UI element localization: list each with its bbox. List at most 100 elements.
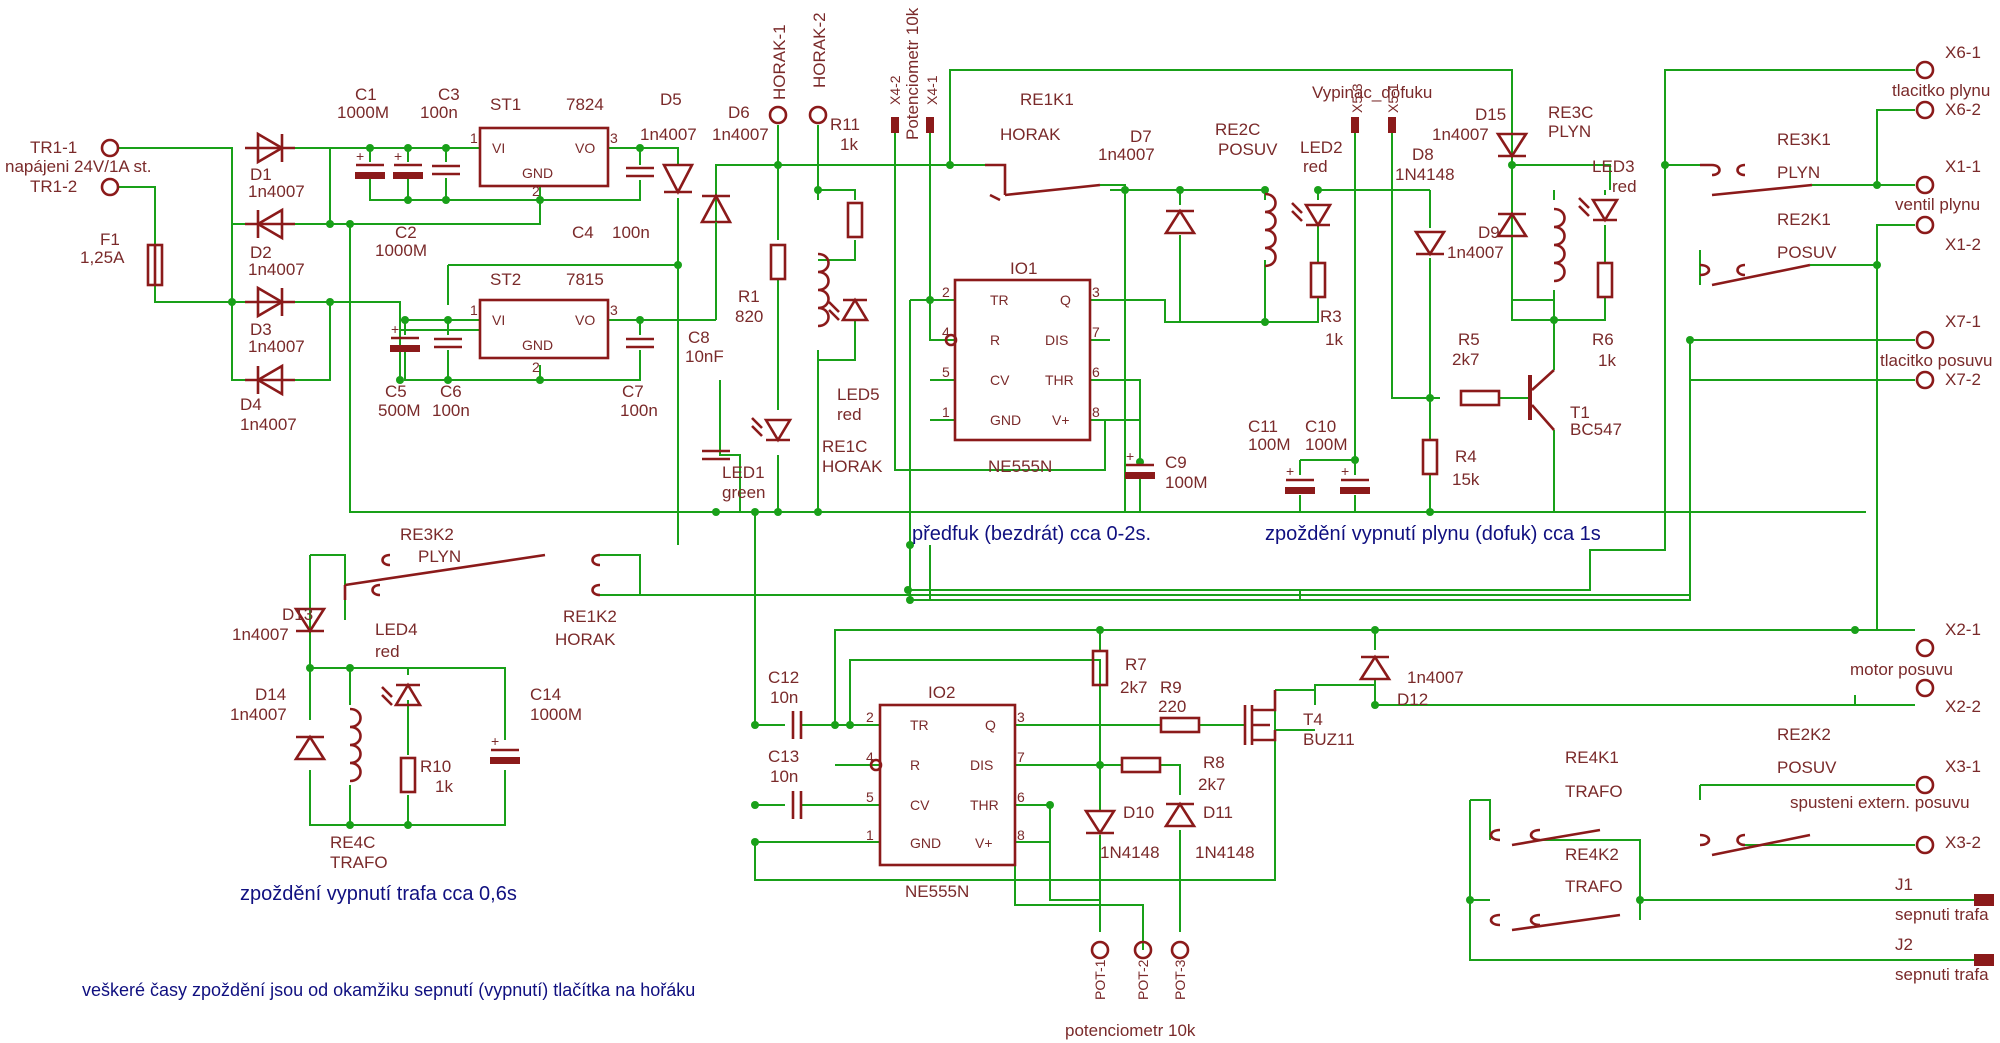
label-components-d1n: 1n4007 — [232, 625, 289, 644]
label-components-n3: 3 — [1017, 709, 1025, 725]
label-connectors-pot_bottom: potenciometr 10k — [1065, 1021, 1196, 1040]
led-led1 — [750, 416, 792, 442]
label-components-p_gnd: GND — [990, 412, 1021, 428]
label-components-re3c: RE3C — [1548, 103, 1593, 122]
label-components-r10v: 1k — [435, 777, 453, 796]
label-components-ne555: NE555N — [905, 882, 969, 901]
terminal-x2-1[interactable] — [1915, 638, 1935, 658]
jumper-j1[interactable] — [1974, 894, 1994, 906]
label-components-p_r: R — [910, 757, 920, 773]
label-components-c9v: 100M — [1165, 473, 1208, 492]
label-components-c6v: 100n — [432, 401, 470, 420]
label-components-c5: C5 — [385, 382, 407, 401]
pin-x4-1[interactable] — [926, 117, 934, 133]
terminal-pot-3[interactable] — [1170, 940, 1190, 960]
label-components-trafo: TRAFO — [1565, 877, 1623, 896]
label-components-gnd: GND — [522, 337, 553, 353]
label-components-trafo: TRAFO — [1565, 782, 1623, 801]
note-footer: veškeré časy zpoždění jsou od okamžiku s… — [82, 980, 695, 1000]
jumper-j2[interactable] — [1974, 954, 1994, 966]
label-components-d1n: 1n4007 — [230, 705, 287, 724]
terminal-x7-2[interactable] — [1915, 370, 1935, 390]
label-components-c5v: 500M — [378, 401, 421, 420]
terminal-x1-1[interactable] — [1915, 175, 1935, 195]
label-connectors-x53: X5-3 — [1349, 83, 1365, 113]
label-components-posuv: POSUV — [1777, 758, 1837, 777]
label-components-n4: 4 — [866, 749, 874, 765]
terminal-tr1-2[interactable] — [100, 177, 120, 197]
label-components-n1: 1 — [470, 130, 478, 146]
label-connectors-pot3: POT-3 — [1172, 959, 1188, 1000]
label-components-re4k2: RE4K2 — [1565, 845, 1619, 864]
label-components-posuv: POSUV — [1777, 243, 1837, 262]
label-vypinac: Vypinac_dofuku — [1312, 83, 1432, 102]
label-components-n2: 2 — [532, 183, 540, 199]
terminal-x2-2[interactable] — [1915, 678, 1935, 698]
label-components-n3: 3 — [610, 302, 618, 318]
label-components-r5v: 2k7 — [1452, 350, 1479, 369]
terminal-x3-1[interactable] — [1915, 775, 1935, 795]
label-components-d6: D6 — [728, 103, 750, 122]
label-connectors-x61: X6-1 — [1945, 43, 1981, 62]
ic-io1 — [953, 278, 1092, 442]
label-components-p_cv: CV — [990, 372, 1010, 388]
label-components-c7v: 100n — [620, 401, 658, 420]
label-components-r11: R11 — [830, 115, 860, 134]
label-components-re2k1: RE2K1 — [1777, 210, 1831, 229]
label-components-d12: D12 — [1397, 690, 1428, 709]
resistor-r10 — [399, 756, 417, 794]
relay-switch-re3k2 — [344, 553, 546, 587]
terminal-x6-2[interactable] — [1915, 100, 1935, 120]
terminal-x7-1[interactable] — [1915, 330, 1935, 350]
label-connectors-x31: X3-1 — [1945, 757, 1981, 776]
label-components-n5: 5 — [942, 364, 950, 380]
terminal-horak-1[interactable] — [768, 105, 788, 125]
label-components-d10: D10 — [1123, 803, 1154, 822]
terminal-x1-2[interactable] — [1915, 215, 1935, 235]
label-components-r4: R4 — [1455, 447, 1477, 466]
terminal-x3-2[interactable] — [1915, 835, 1935, 855]
symbols — [100, 60, 1994, 966]
label-connectors-x62: X6-2 — [1945, 100, 1981, 119]
label-components-led5: LED5 — [837, 385, 880, 404]
label-components-n3: 3 — [610, 130, 618, 146]
label-components-horak: HORAK — [555, 630, 616, 649]
diode-d7 — [1164, 209, 1196, 235]
label-components-r4v: 15k — [1452, 470, 1480, 489]
label-components-c1v: 1000M — [337, 103, 389, 122]
terminal-horak-2[interactable] — [808, 105, 828, 125]
label-components-c8v: 10nF — [685, 347, 724, 366]
label-components-st1v: 7824 — [566, 95, 604, 114]
label-components-c8: C8 — [688, 328, 710, 347]
pin-x5-3[interactable] — [1388, 117, 1396, 133]
label-f1-value: 1,25A — [80, 248, 125, 267]
terminal-x6-1[interactable] — [1915, 60, 1935, 80]
relay-switch-re2k1 — [1699, 263, 1811, 287]
label-components-re1c: RE1C — [822, 437, 867, 456]
label-components-p_cv: CV — [910, 797, 930, 813]
label-components-d1n: 1n4007 — [1407, 668, 1464, 687]
label-components-d3: D3 — [250, 320, 272, 339]
label-components-plyn: PLYN — [1548, 122, 1591, 141]
diode-d14 — [294, 735, 326, 761]
resistor-r4 — [1421, 438, 1439, 476]
resistor-r5 — [1459, 389, 1501, 407]
diode-d3 — [245, 285, 295, 319]
diode-d2 — [245, 207, 295, 241]
label-components-r9: R9 — [1160, 678, 1182, 697]
terminal-pot-1[interactable] — [1090, 940, 1110, 960]
led-led2 — [1290, 201, 1332, 227]
label-connectors-x1_desc: ventil plynu — [1895, 195, 1980, 214]
label-components-c12v: 10n — [770, 688, 798, 707]
label-connectors-x72: X7-2 — [1945, 370, 1981, 389]
label-components-re1k1: RE1K1 — [1020, 90, 1074, 109]
terminal-tr1-1[interactable] — [100, 138, 120, 158]
pin-x5-1[interactable] — [1351, 117, 1359, 133]
note-zpozdeni-trafa: zpoždění vypnutí trafa cca 0,6s — [240, 883, 517, 905]
pin-x4-2[interactable] — [891, 117, 899, 133]
label-components-plyn: PLYN — [418, 547, 461, 566]
label-components-red: red — [1612, 177, 1637, 196]
label-components-vi: VI — [492, 140, 505, 156]
label-components-d11: D11 — [1203, 803, 1233, 822]
fuse-f1 — [146, 243, 164, 287]
